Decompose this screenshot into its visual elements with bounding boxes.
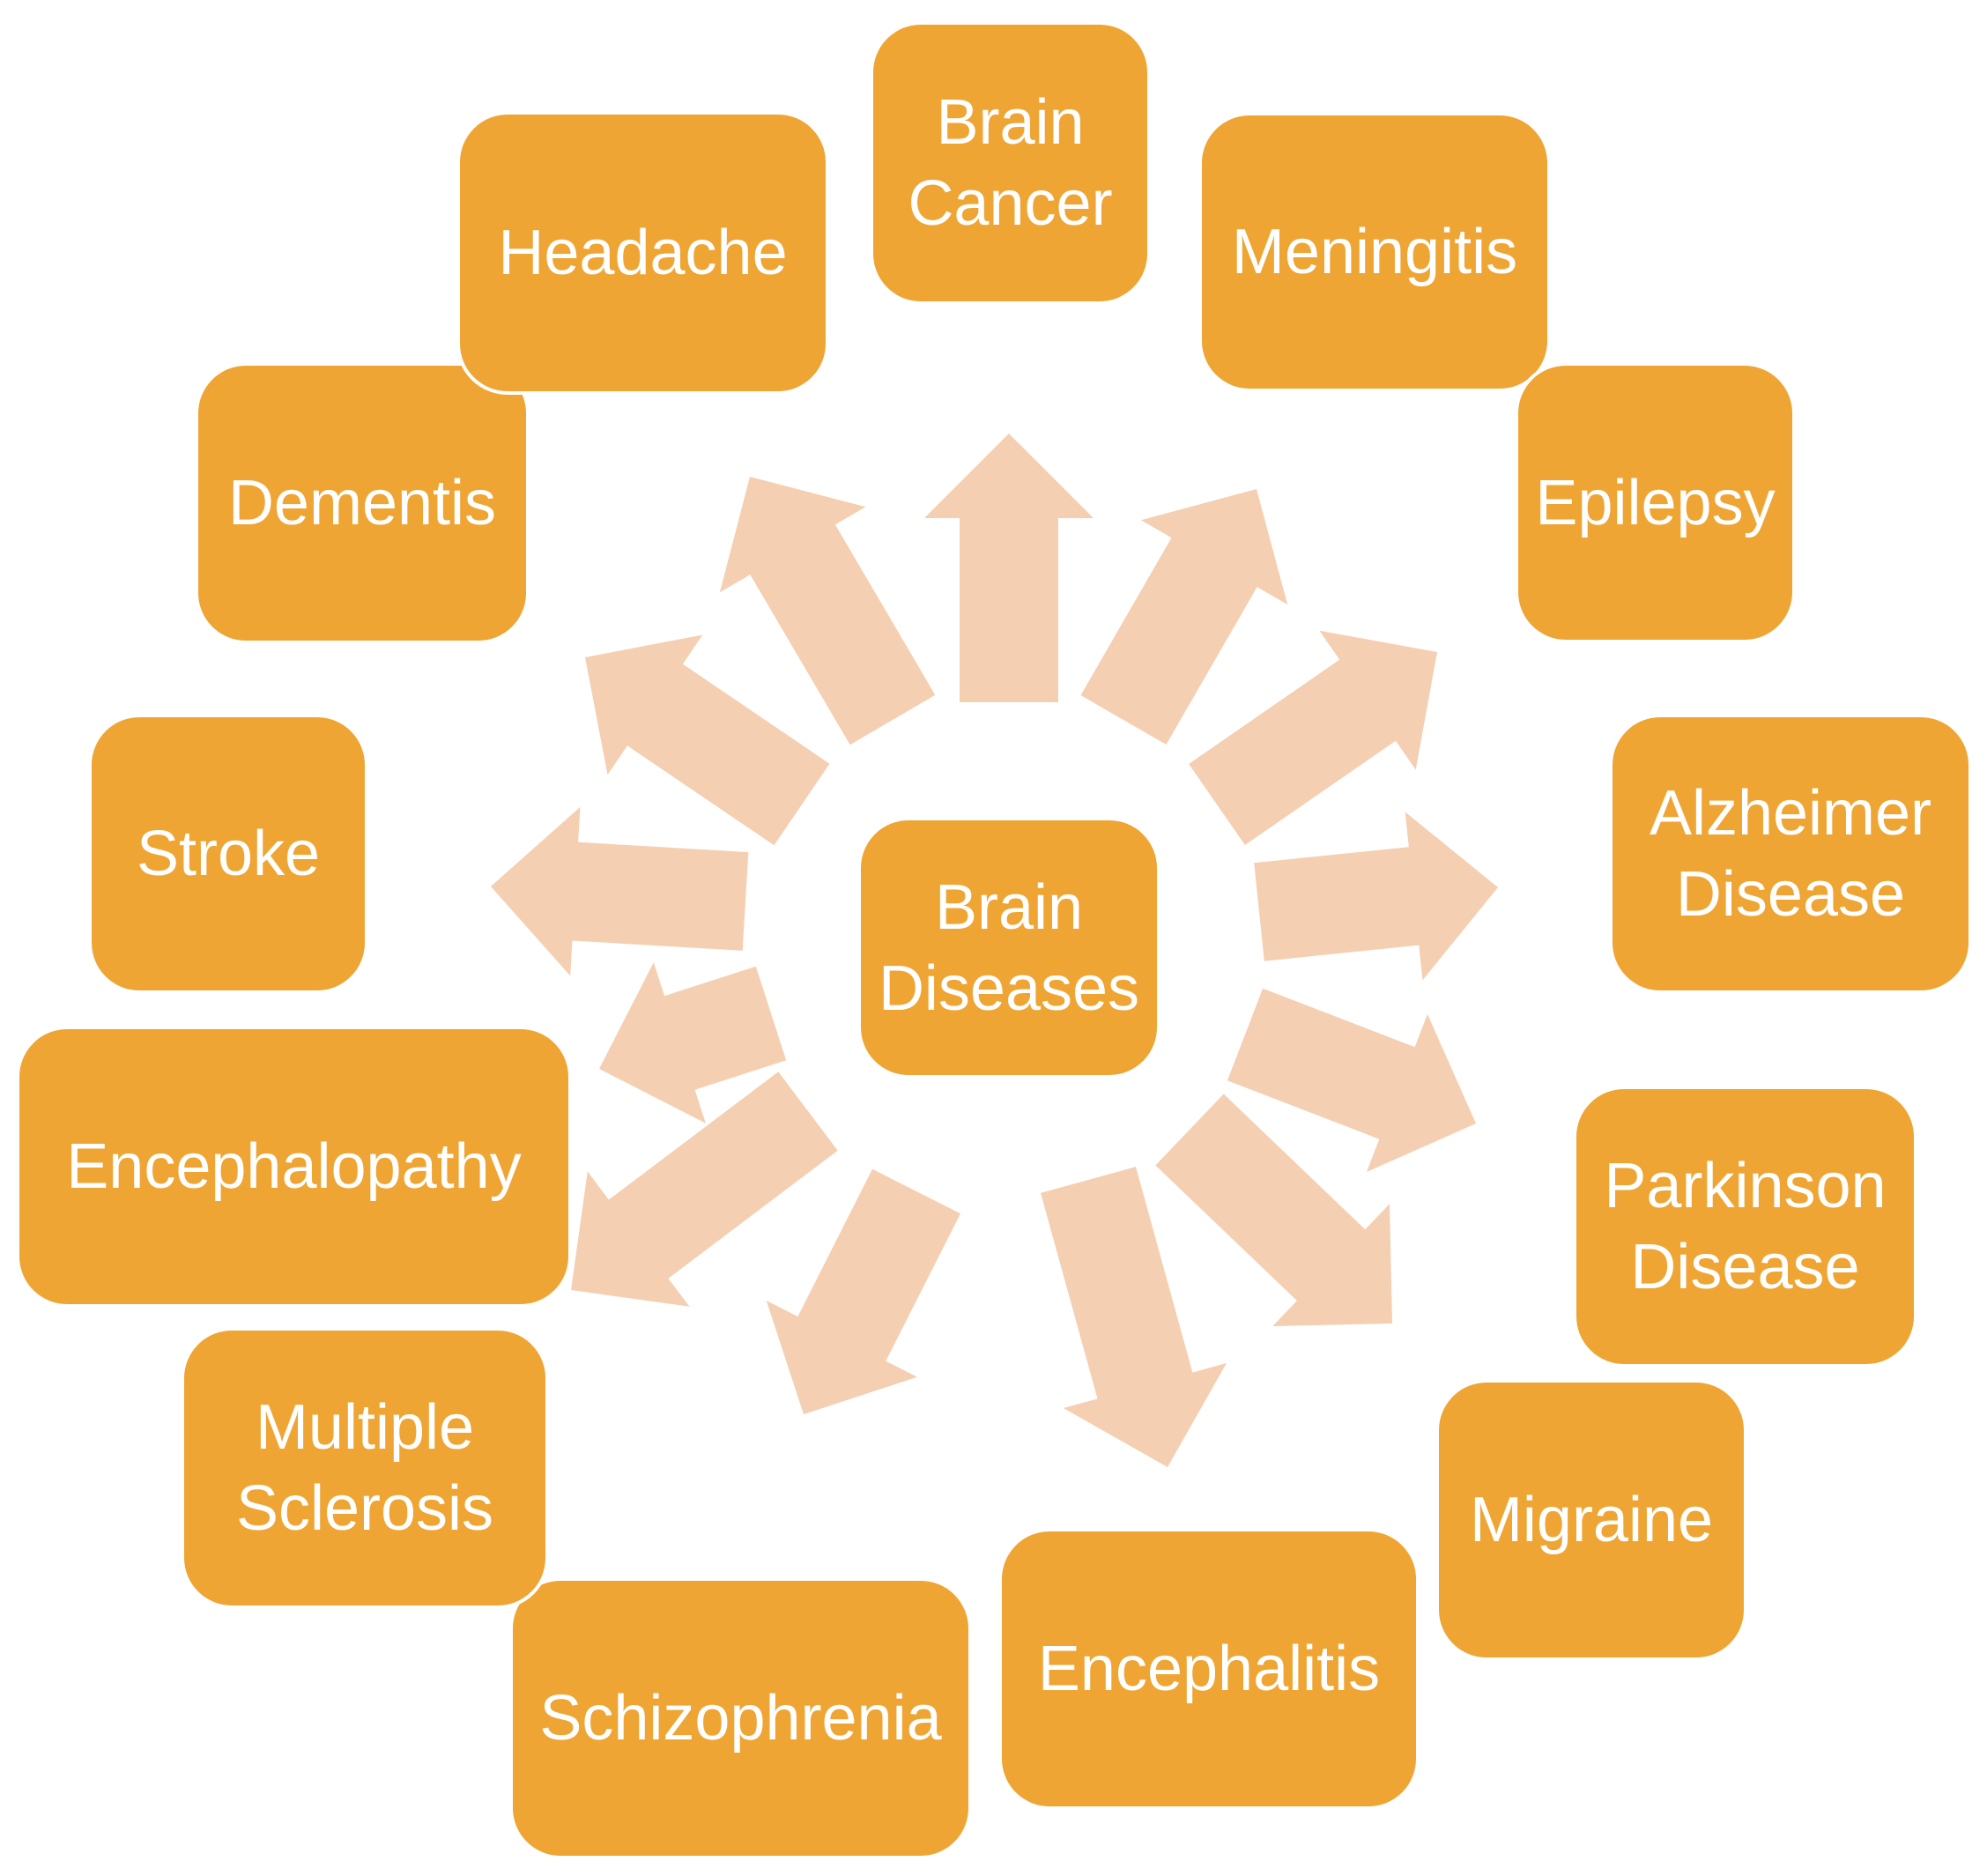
- arrow-meningitis: [1080, 489, 1288, 745]
- arrow-migraine: [1155, 1094, 1392, 1326]
- arrow-schizophrenia: [766, 1168, 960, 1414]
- node-dementis: Dementis: [195, 362, 530, 644]
- node-parkinson-disease: Parkinson Disease: [1573, 1086, 1917, 1368]
- arrow-encephalitis: [1041, 1167, 1227, 1467]
- arrow-epilepsy: [1189, 630, 1437, 845]
- node-brain-cancer: Brain Cancer: [870, 21, 1151, 305]
- node-schizophrenia: Schizophrenia: [509, 1577, 972, 1859]
- node-epilepsy: Epilepsy: [1515, 362, 1796, 643]
- node-encephalitis: Encephalitis: [998, 1528, 1420, 1810]
- node-meningitis: Meningitis: [1198, 112, 1551, 392]
- node-alzheimer-disease: Alzheimer Disease: [1609, 714, 1972, 994]
- arrow-parkinson-disease: [1227, 988, 1476, 1172]
- arrow-multiple-sclerosis: [571, 1071, 838, 1307]
- arrow-encephalopathy: [599, 962, 787, 1123]
- node-stroke: Stroke: [88, 714, 368, 994]
- node-headache: Headache: [456, 111, 829, 395]
- center-node-brain-diseases: Brain Diseases: [857, 817, 1160, 1079]
- node-encephalopathy: Encephalopathy: [16, 1026, 572, 1308]
- arrow-headache: [719, 477, 936, 745]
- node-multiple-sclerosis: Multiple Sclerosis: [181, 1327, 549, 1609]
- arrow-alzheimer-disease: [1254, 812, 1498, 981]
- node-migraine: Migraine: [1435, 1379, 1747, 1661]
- arrow-dementis: [585, 634, 830, 846]
- arrow-brain-cancer: [924, 434, 1094, 702]
- arrow-stroke: [491, 806, 749, 976]
